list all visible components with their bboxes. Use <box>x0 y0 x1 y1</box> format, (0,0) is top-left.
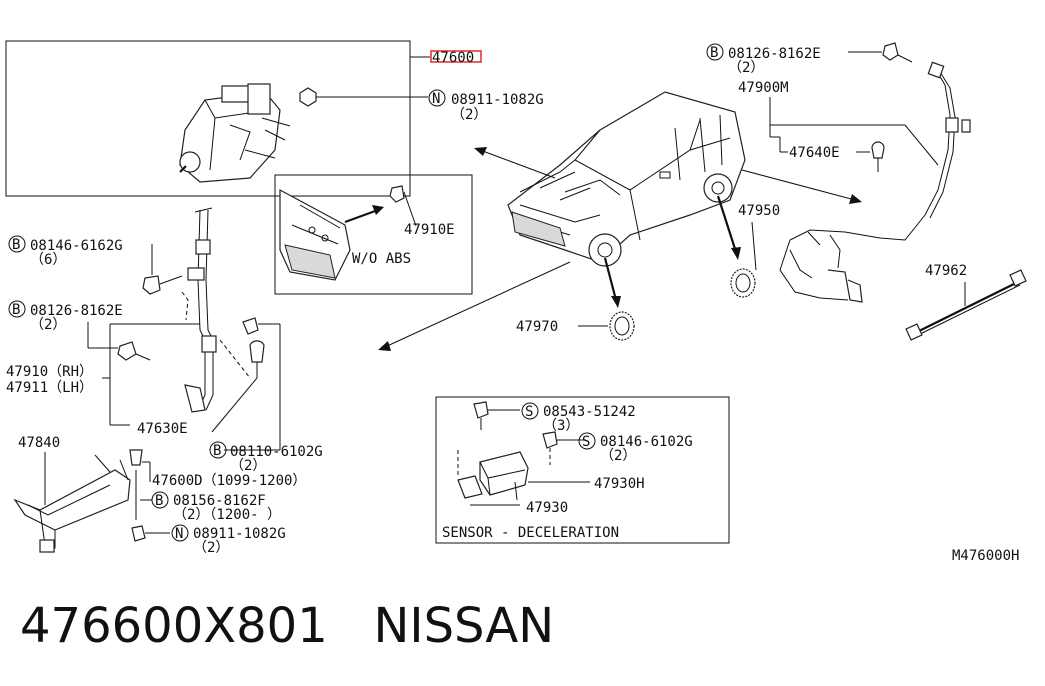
rear-sensor-harness <box>181 207 251 413</box>
marker-b-4: B <box>213 443 221 459</box>
s-marker-icon <box>578 432 596 450</box>
label-47962: 47962 <box>925 263 967 279</box>
label-sensor-deceleration: SENSOR - DECELERATION <box>442 525 619 541</box>
n-marker-icon <box>171 524 189 542</box>
wo-abs-bracket <box>279 188 351 281</box>
front-wheel-sensor-harness <box>779 61 971 303</box>
label-47930H: 47930H <box>594 476 645 492</box>
bolt-icon <box>542 431 558 449</box>
qty-08911-a: （2） <box>451 107 487 123</box>
label-08911-a: 08911-1082G <box>451 92 544 108</box>
nut-icon <box>299 87 317 107</box>
bolt-icon <box>242 317 259 335</box>
actuator-box <box>5 40 411 197</box>
marker-b-1: B <box>710 45 718 61</box>
sensor-cable-47962 <box>905 269 1027 341</box>
nut-icon <box>131 525 146 542</box>
qty-08126-a: （2） <box>728 60 764 76</box>
qty-08156: （2）（1200- ） <box>173 507 281 523</box>
bolt-icon <box>882 42 899 61</box>
label-47630E: 47630E <box>137 421 188 437</box>
label-47910: 47910（RH） <box>6 364 93 380</box>
label-08126-b: 08126-8162E <box>30 303 123 319</box>
qty-08911-b: （2） <box>193 540 229 556</box>
highlight-box <box>430 50 482 63</box>
clip-47630e-icon <box>249 340 265 363</box>
label-47911: 47911（LH） <box>6 380 93 396</box>
label-47640E: 47640E <box>789 145 840 161</box>
marker-b-3: B <box>12 302 20 318</box>
qty-08146-s: （2） <box>600 448 636 464</box>
label-47950: 47950 <box>738 203 780 219</box>
ref-code: M476000H <box>952 548 1019 564</box>
bolt-47600d-icon <box>129 449 143 466</box>
bracket-47840 <box>13 454 131 553</box>
b-marker-icon <box>706 43 724 61</box>
label-08110: 08110-6102G <box>230 444 323 460</box>
marker-n-2: N <box>175 526 183 542</box>
label-08156: 08156-8162F <box>173 493 266 509</box>
s-marker-icon <box>521 402 539 420</box>
n-marker-icon <box>428 89 446 107</box>
abs-actuator <box>179 83 291 183</box>
label-47970: 47970 <box>516 319 558 335</box>
b-marker-icon <box>8 235 26 253</box>
deceleration-sensor <box>457 450 529 501</box>
label-47900M: 47900M <box>738 80 789 96</box>
label-47600: 47600 <box>432 50 474 66</box>
b-marker-icon <box>209 441 227 459</box>
label-08146: 08146-6162G <box>30 238 123 254</box>
label-08911-b: 08911-1082G <box>193 526 286 542</box>
part-number-caption: 476600X801 NISSAN <box>20 598 555 654</box>
label-47600D: 47600D（1099-1200） <box>152 473 306 489</box>
b-marker-icon <box>8 300 26 318</box>
label-08146-s: 08146-6102G <box>600 434 693 450</box>
label-wo-abs: W/O ABS <box>352 251 411 267</box>
bolt-icon <box>142 275 161 295</box>
sensor-rotor-47970 <box>609 311 635 341</box>
marker-s-2: S <box>582 434 590 450</box>
marker-s-1: S <box>525 404 533 420</box>
sensor-box <box>435 396 730 544</box>
label-47930: 47930 <box>526 500 568 516</box>
marker-b-2: B <box>12 237 20 253</box>
vehicle-illustration <box>507 91 746 267</box>
sensor-rotor-47950 <box>730 268 756 298</box>
qty-08543: （3） <box>543 418 579 434</box>
qty-08146: （6） <box>30 252 66 268</box>
label-47910E: 47910E <box>404 222 455 238</box>
clip-47640e-icon <box>871 141 885 159</box>
qty-08110: （2） <box>230 458 266 474</box>
qty-08126-b: （2） <box>30 317 66 333</box>
marker-b-5: B <box>155 493 163 509</box>
wo-abs-box <box>274 174 473 295</box>
label-47840: 47840 <box>18 435 60 451</box>
label-08543: 08543-51242 <box>543 404 636 420</box>
bolt-47910e-icon <box>389 185 405 203</box>
label-08126-a: 08126-8162E <box>728 46 821 62</box>
bolt-icon <box>473 401 489 419</box>
marker-n: N <box>432 91 440 107</box>
bolt-icon <box>117 341 137 361</box>
